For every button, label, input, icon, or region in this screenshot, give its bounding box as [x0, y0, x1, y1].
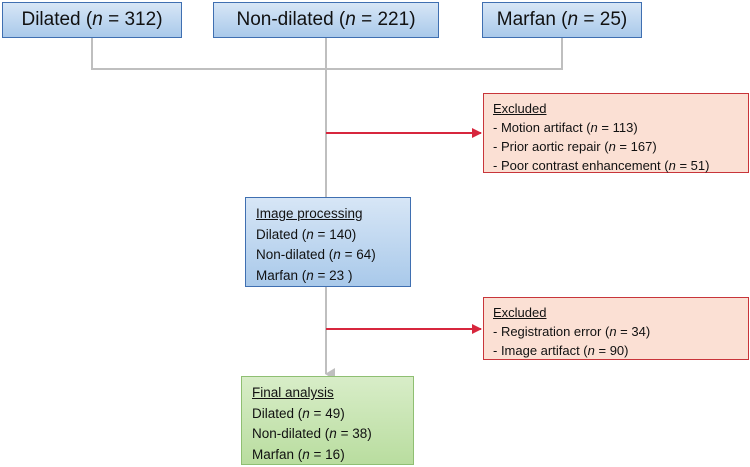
exclusion-arrows	[326, 128, 482, 334]
box-dilated: Dilated (n = 312)	[2, 2, 182, 38]
merge-lines	[91, 38, 563, 380]
box-dilated-label: Dilated	[21, 9, 81, 30]
image-processing-box: Image processing Dilated (n = 140) Non-d…	[245, 197, 411, 287]
final-analysis-title: Final analysis	[252, 385, 334, 400]
n-symbol: n	[567, 9, 579, 30]
final-analysis-item: Non-dilated (n = 38)	[252, 426, 372, 441]
excluded-2-item: - Image artifact (n = 90)	[493, 343, 629, 358]
image-processing-title: Image processing	[256, 206, 363, 221]
image-processing-item: Non-dilated (n = 64)	[256, 247, 376, 262]
excluded-1-title: Excluded	[493, 101, 547, 116]
box-marfan-count: 25	[599, 9, 621, 30]
final-analysis-box: Final analysis Dilated (n = 49) Non-dila…	[241, 376, 414, 465]
box-dilated-count: 312	[124, 9, 157, 30]
excluded-box-1: Excluded - Motion artifact (n = 113) - P…	[483, 93, 749, 173]
excluded-2-item: - Registration error (n = 34)	[493, 324, 651, 339]
excluded-1-item: - Prior aortic repair (n = 167)	[493, 139, 657, 154]
image-processing-item: Dilated (n = 140)	[256, 226, 357, 242]
excluded-box-2: Excluded - Registration error (n = 34) -…	[483, 297, 749, 360]
image-processing-item: Marfan (n = 23 )	[256, 267, 353, 283]
excluded-1-item: - Motion artifact (n = 113)	[493, 120, 638, 135]
box-non-dilated-label: Non-dilated	[236, 9, 334, 30]
box-non-dilated: Non-dilated (n = 221)	[213, 2, 439, 38]
n-symbol: n	[345, 9, 356, 30]
final-analysis-item: Dilated (n = 49)	[252, 405, 345, 421]
excluded-1-item: - Poor contrast enhancement (n = 51)	[493, 158, 710, 173]
box-marfan-label: Marfan	[496, 9, 556, 30]
box-non-dilated-count: 221	[377, 9, 410, 30]
final-analysis-item: Marfan (n = 16)	[252, 446, 345, 462]
n-symbol: n	[92, 9, 103, 30]
excluded-2-title: Excluded	[493, 305, 547, 320]
box-marfan: Marfan (n = 25)	[482, 2, 642, 38]
